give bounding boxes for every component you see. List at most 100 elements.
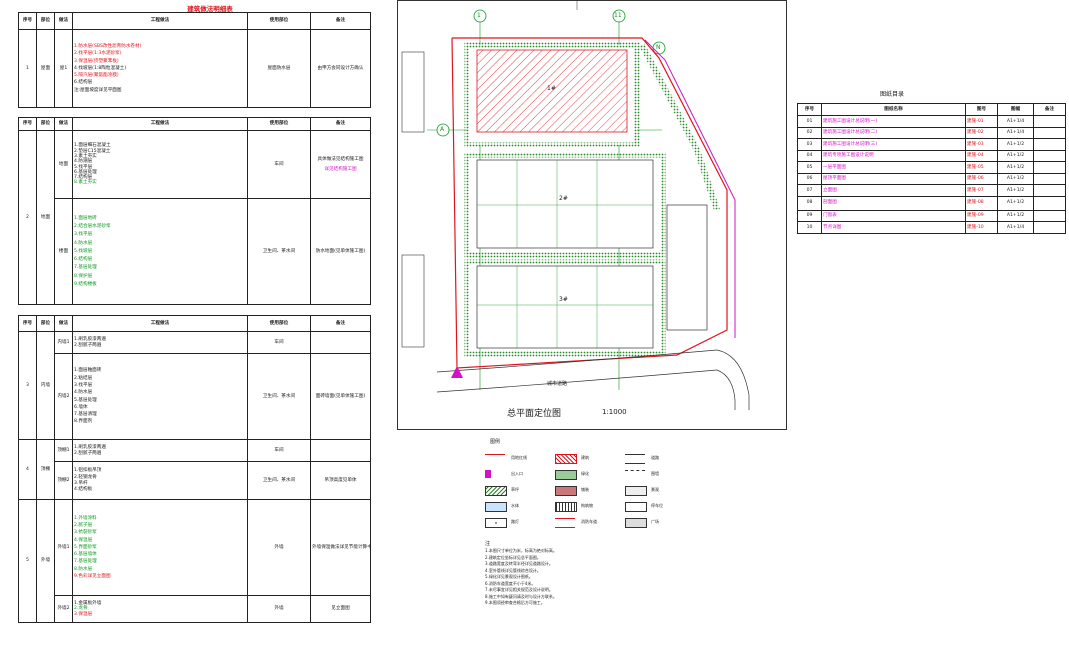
site-plan-frame: 1 11 A N 1# 2# 3# 城市道路 总平面定位图 1:1000: [397, 0, 787, 430]
legend-label: 建筑: [581, 455, 589, 460]
row-detail-lines: 1.面层地砖 2.结合层水泥砂浆 3.找平层 4.防水层 5.找坡层 6.结构层…: [72, 198, 248, 305]
detail-line: 2.腻子层: [74, 523, 93, 529]
site-red-line: [451, 37, 728, 369]
index-name: 建筑施工图设计总说明(二): [821, 126, 966, 139]
detail-line: 5.找平层: [74, 164, 93, 170]
row-note: 具体做法见结构施工图 详见结构施工图: [310, 130, 371, 199]
col-seq: 序号: [797, 103, 822, 116]
table-floor: 序号 部位 做法 工程做法 使用部位 备注 2 地面 地面 1.面层细石混凝土 …: [18, 117, 371, 305]
table-row: 内墙2 1.面层釉面砖 2.粘结层 3.找平层 4.防水层 5.基层处理 6.墙…: [19, 353, 371, 440]
row-method: 外墙1: [54, 499, 73, 596]
row-detail-lines: 1.金属板外墙 2.龙骨 3.保温层: [72, 595, 248, 623]
row-method: 外墙2: [54, 595, 73, 623]
side-building: [666, 204, 708, 331]
legend-item: 铺装: [555, 484, 623, 496]
index-name: 剖面图: [821, 195, 966, 211]
index-name: 建筑专项施工图设计说明: [821, 149, 966, 162]
row-part: 屋面: [36, 29, 55, 108]
table-row: 1 屋面 屋1 1.防水层(SBS改性沥青防水卷材) 2.找平层(1:3水泥砂浆…: [18, 29, 371, 108]
legend-swatch-icon: [555, 518, 575, 528]
building-2: [476, 159, 654, 249]
index-no: 建施-03: [965, 138, 998, 151]
row-detail-lines: 1.铝扣板吊顶 2.轻钢龙骨 3.吊杆 4.结构板: [72, 461, 248, 500]
index-title: 图纸目录: [880, 91, 905, 98]
index-seq: 04: [797, 149, 822, 162]
road-edge: [436, 349, 718, 373]
building-1: [476, 49, 628, 133]
row-note-empty: [310, 439, 371, 462]
col-detail: 工程做法: [72, 12, 248, 30]
legend-item: 围墙: [625, 468, 693, 480]
row-detail-lines: 1.面层釉面砖 2.粘结层 3.找平层 4.防水层 5.基层处理 6.墙体 7.…: [72, 353, 248, 440]
note-line: 7.未尽事宜详见相关规范及设计说明。: [485, 587, 553, 592]
detail-line: 1.面层地砖: [74, 215, 97, 221]
col-note: 备注: [310, 117, 371, 131]
row-use: 车间: [247, 439, 311, 462]
index-note: [1033, 184, 1066, 197]
legend-label: 围墙: [651, 471, 659, 476]
legend-grid: 用地红线建筑道路出入口绿化围墙草坪铺装景观水体构筑物停车位路灯消防车道广场: [485, 452, 685, 532]
legend-label: 景观: [651, 487, 659, 492]
index-size: A1+1/2: [997, 184, 1034, 197]
row-method: 内墙1: [54, 331, 73, 354]
index-no: 建施-04: [965, 149, 998, 162]
detail-line: 5.界面砂浆: [74, 544, 97, 550]
detail-line: 6.结构层: [74, 80, 93, 86]
legend-item: 建筑: [555, 452, 623, 464]
detail-line: 8.保护层: [74, 273, 93, 279]
col-part: 部位: [36, 12, 55, 30]
axis-bubble-1: [473, 9, 487, 23]
legend-label: 道路: [651, 455, 659, 460]
note-line: 具体做法见结构施工图: [317, 157, 364, 163]
index-name: 一层平面图: [821, 161, 966, 174]
row-part: 内墙: [36, 331, 55, 440]
detail-line: 3.抗裂砂浆: [74, 530, 97, 536]
col-method: 做法: [54, 117, 73, 131]
index-no: 建施-05: [965, 161, 998, 174]
detail-line: 1.刷乳胶漆两遍: [74, 445, 106, 451]
building-label-1: 1#: [547, 85, 556, 92]
note-line: 详见结构施工图: [324, 166, 357, 172]
index-note: [1033, 209, 1066, 222]
neighbour-parcel: [401, 51, 425, 133]
detail-line: 1.铝扣板吊顶: [74, 468, 102, 474]
detail-line: 3.素土夯实: [74, 153, 97, 159]
row-use: 车间: [247, 331, 311, 354]
detail-line: 7.结构层: [74, 175, 93, 181]
legend-swatch-icon: [555, 486, 577, 496]
col-name: 图纸名称: [821, 103, 966, 116]
road-edge: [436, 369, 718, 393]
row-method: 内墙2: [54, 353, 73, 440]
row-part: 地面: [36, 130, 55, 305]
detail-line: 2.垫层C15混凝土: [74, 148, 111, 154]
legend-item: 消防车道: [555, 516, 623, 528]
index-seq: 02: [797, 126, 822, 139]
row-method: 屋1: [54, 29, 73, 108]
row-seq: 1: [18, 29, 37, 108]
legend-label: 停车位: [651, 503, 663, 508]
note-line: 6.消防车道宽度不小于4米。: [485, 580, 536, 586]
legend-item: 构筑物: [555, 500, 623, 512]
row-use: 屋面防水层: [247, 29, 311, 108]
index-name: 建筑施工图设计总说明(三): [821, 138, 966, 151]
note-line: 2.建筑定位坐标详见总平面图。: [485, 554, 541, 560]
detail-line: 注:屋面坡度详见平面图: [74, 87, 122, 93]
index-seq: 09: [797, 209, 822, 222]
legend-label: 水体: [511, 503, 519, 508]
site-boundary-line: [644, 39, 736, 338]
detail-line: 1.面层细石混凝土: [74, 143, 111, 149]
row-note: 吊顶高度见单体: [310, 461, 371, 500]
legend-label: 铺装: [581, 487, 589, 492]
detail-line: 2.找平层(1:3水泥砂浆): [74, 51, 122, 57]
axis-bubble-11: [612, 9, 626, 23]
plan-title: 总平面定位图: [507, 409, 562, 419]
index-no: 建施-09: [965, 209, 998, 222]
entrance-marker: [451, 366, 463, 378]
row-part: 顶棚: [36, 439, 55, 500]
building-3: [476, 265, 654, 349]
detail-line: 8.防水层: [74, 566, 93, 572]
detail-line: 6.基层处理: [74, 169, 97, 175]
